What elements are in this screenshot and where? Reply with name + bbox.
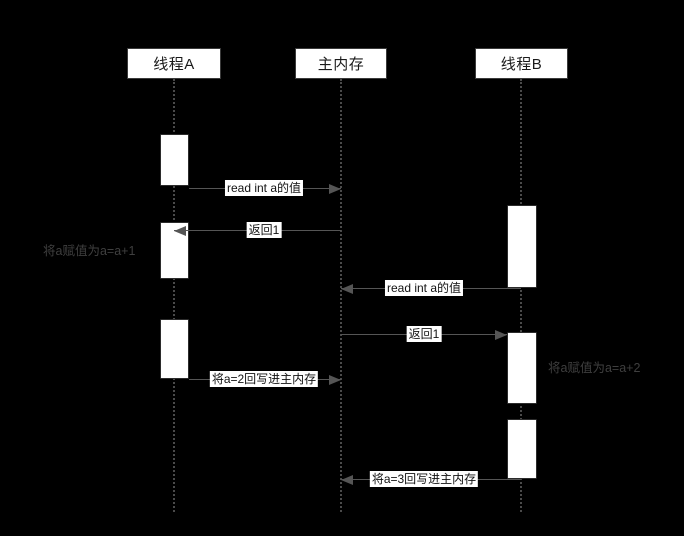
note-assign-a-plus-1: 将a赋值为a=a+1 xyxy=(43,244,136,258)
participant-label-mainMemory: 主内存 xyxy=(317,56,365,73)
message-label-return-1-threadB: 返回1 xyxy=(406,326,442,342)
lifeline-threadA xyxy=(173,79,175,512)
arrowhead-right-icon xyxy=(495,330,507,340)
participant-label-threadA: 线程A xyxy=(153,56,195,73)
message-label-read-a-threadB: read int a的值 xyxy=(384,280,464,296)
arrowhead-left-icon xyxy=(174,226,186,236)
participant-threadA[interactable]: 线程A xyxy=(127,48,221,79)
message-label-return-1-threadA: 返回1 xyxy=(246,222,282,238)
message-label-writeback-a2: 将a=2回写进主内存 xyxy=(209,371,319,387)
participant-threadB[interactable]: 线程B xyxy=(475,48,568,79)
arrowhead-left-icon xyxy=(341,475,353,485)
note-assign-a-plus-2: 将a赋值为a=a+2 xyxy=(548,361,641,375)
lifeline-mainMemory xyxy=(340,79,342,512)
activation-bar-threadB-3[interactable] xyxy=(507,419,537,479)
arrowhead-right-icon xyxy=(329,184,341,194)
activation-bar-threadB-2[interactable] xyxy=(507,332,537,404)
activation-bar-threadA-1[interactable] xyxy=(160,134,189,186)
participant-mainMemory[interactable]: 主内存 xyxy=(295,48,387,79)
arrowhead-right-icon xyxy=(329,375,341,385)
participant-label-threadB: 线程B xyxy=(500,56,543,73)
activation-bar-threadA-3[interactable] xyxy=(160,319,189,379)
message-label-read-a-threadA: read int a的值 xyxy=(224,180,304,196)
arrowhead-left-icon xyxy=(341,284,353,294)
message-label-writeback-a3: 将a=3回写进主内存 xyxy=(369,471,479,487)
activation-bar-threadB-1[interactable] xyxy=(507,205,537,288)
lifeline-threadB xyxy=(520,79,522,512)
